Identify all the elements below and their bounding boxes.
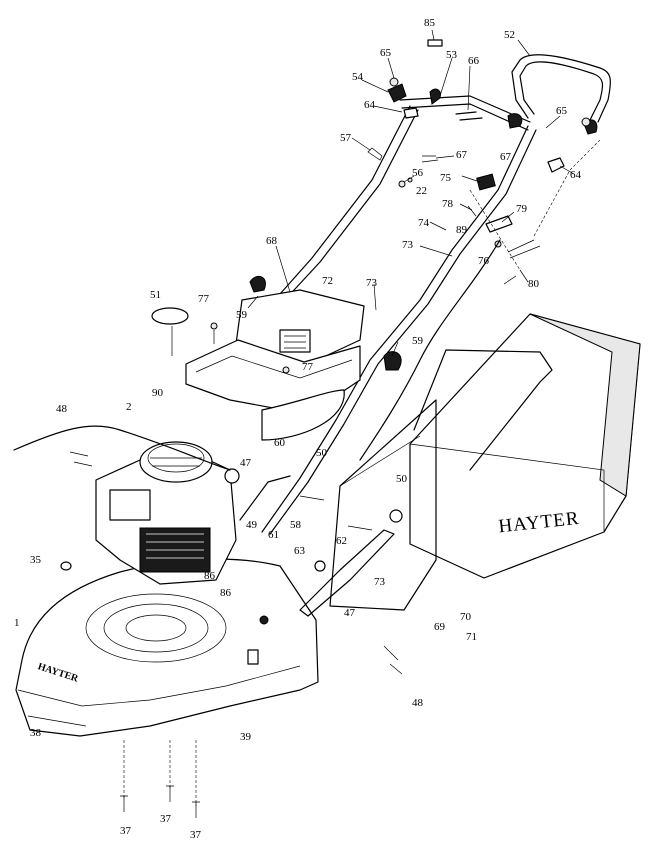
part-number-label: 58 — [290, 519, 302, 531]
part-number-label: 48 — [412, 697, 424, 709]
part-number-label: 75 — [440, 172, 452, 184]
part-number-label: 50 — [396, 473, 408, 485]
part-number-label: 80 — [528, 278, 540, 290]
part-number-label: 72 — [322, 275, 333, 287]
part-number-label: 59 — [412, 335, 424, 347]
control-panel — [235, 275, 402, 371]
part-number-label: 65 — [380, 47, 392, 59]
part-number-label: 64 — [364, 99, 376, 111]
part-number-label: 65 — [556, 105, 568, 117]
part-number-label: 57 — [340, 132, 352, 144]
part-number-label: 39 — [240, 731, 252, 743]
part-number-label: 22 — [416, 185, 427, 197]
part-number-label: 73 — [366, 277, 378, 289]
bolts — [60, 451, 403, 818]
part-number-label: 50 — [316, 447, 328, 459]
part-number-label: 63 — [294, 545, 306, 557]
part-number-label: 85 — [424, 17, 436, 29]
part-number-label: 66 — [468, 55, 480, 67]
part-number-label: 62 — [336, 535, 347, 547]
part-number-label: 73 — [374, 576, 386, 588]
part-number-label: 60 — [274, 437, 286, 449]
part-number-label: 52 — [504, 29, 515, 41]
part-number-label: 77 — [302, 361, 314, 373]
badge-disc — [151, 307, 189, 325]
engine-shroud — [185, 339, 361, 441]
part-number-label: 69 — [434, 621, 446, 633]
part-number-label: 74 — [418, 217, 430, 229]
part-number-label: 38 — [30, 727, 42, 739]
part-number-label: 86 — [220, 587, 232, 599]
part-number-label: 53 — [446, 49, 458, 61]
part-number-label: 47 — [240, 457, 252, 469]
part-number-label: 73 — [402, 239, 414, 251]
part-number-label: 37 — [120, 825, 132, 837]
part-number-label: 78 — [442, 198, 454, 210]
part-number-label: 47 — [344, 607, 356, 619]
part-number-label: 70 — [460, 611, 472, 623]
part-number-label: 61 — [268, 529, 279, 541]
part-number-label: 71 — [466, 631, 477, 643]
part-number-label: 1 — [14, 617, 20, 629]
part-number-label: 37 — [160, 813, 172, 825]
throttle-cable — [359, 239, 501, 461]
part-number-label: 68 — [266, 235, 278, 247]
part-number-label: 89 — [456, 224, 468, 236]
part-number-label: 79 — [516, 203, 528, 215]
part-number-label: 48 — [56, 403, 68, 415]
leader-lines — [247, 29, 575, 357]
engine — [95, 441, 291, 585]
grass-box — [329, 313, 641, 611]
part-number-label: 59 — [236, 309, 248, 321]
part-number-label: 49 — [246, 519, 258, 531]
part-number-label: 77 — [198, 293, 210, 305]
part-number-labels: 85 52 65 53 66 54 64 65 57 67 67 56 75 64 22 78 79 74 89 68… — [14, 17, 582, 841]
part-number-label: 67 — [456, 149, 468, 161]
part-number-label: 35 — [30, 554, 42, 566]
lower-handle — [299, 529, 395, 617]
part-number-label: 86 — [204, 570, 216, 582]
part-number-label: 76 — [478, 255, 490, 267]
small-hardware — [367, 39, 601, 271]
part-number-label: 54 — [352, 71, 364, 83]
engine-cable — [13, 425, 231, 471]
part-number-label: 90 — [152, 387, 164, 399]
part-number-label: 67 — [500, 151, 512, 163]
part-number-label: 2 — [126, 401, 132, 413]
part-number-label: 51 — [150, 289, 161, 301]
upper-handle — [261, 54, 611, 535]
part-number-label: 64 — [570, 169, 582, 181]
part-number-label: 56 — [412, 167, 424, 179]
mower-deck — [15, 558, 319, 737]
part-number-label: 37 — [190, 829, 202, 841]
